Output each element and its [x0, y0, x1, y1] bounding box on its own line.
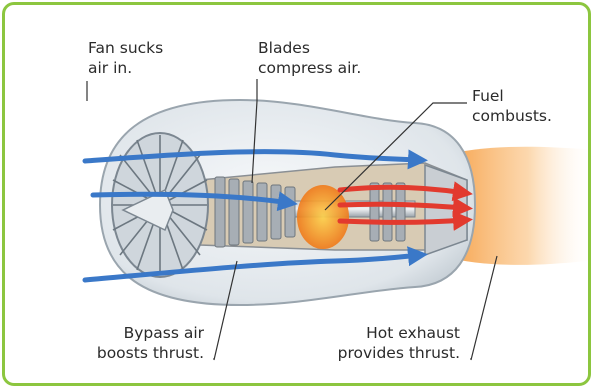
label-fan-sucks-air: Fan sucks air in.: [88, 38, 163, 78]
label-blades-compress-air: Blades compress air.: [258, 38, 361, 78]
label-hot-exhaust: Hot exhaust provides thrust.: [338, 323, 460, 363]
diagram-frame: Fan sucks air in. Blades compress air. F…: [2, 2, 591, 386]
turbine-blades: [370, 183, 405, 241]
label-bypass-air: Bypass air boosts thrust.: [97, 323, 204, 363]
label-fuel-combusts: Fuel combusts.: [472, 86, 552, 126]
